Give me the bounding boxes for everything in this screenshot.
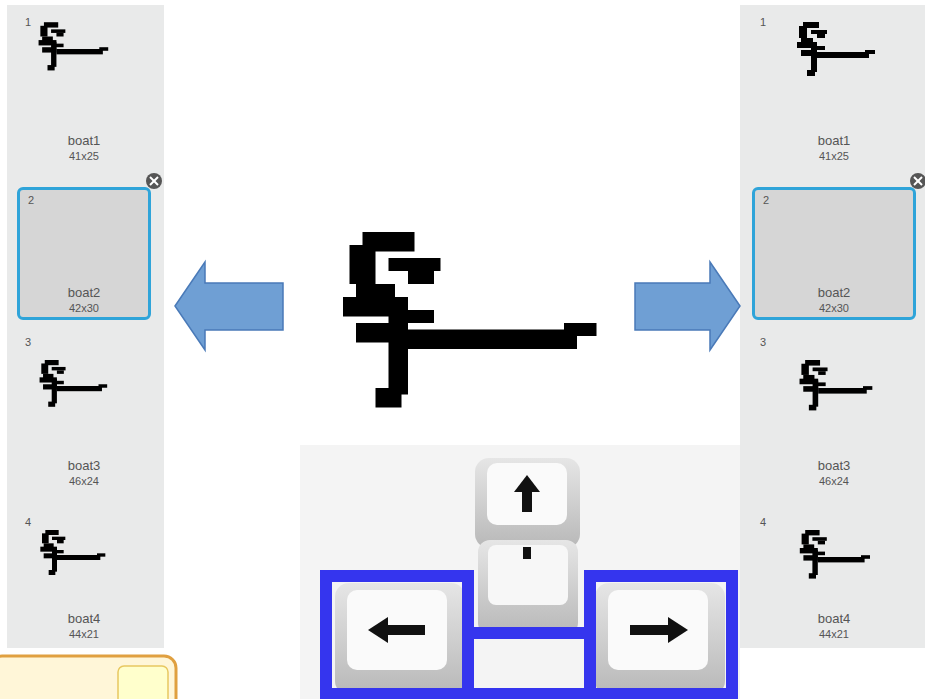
left-arrow	[175, 262, 283, 350]
right-arrow	[635, 262, 740, 350]
up-key	[475, 458, 580, 548]
right-key	[595, 583, 725, 695]
costume-number: 3	[756, 336, 766, 349]
delete-button	[146, 173, 162, 189]
costume-thumbnail	[797, 22, 875, 76]
costume-name: boat2	[818, 285, 851, 301]
costume-tile: 4 boat444x21	[17, 512, 151, 643]
costume-thumbnail	[800, 360, 873, 410]
boat-sprite	[343, 232, 597, 408]
costume-number: 3	[21, 336, 31, 349]
costume-size: 41x25	[819, 149, 849, 163]
costume-tile: 3 boat346x24	[17, 332, 151, 490]
costume-name: boat3	[68, 458, 101, 474]
costume-number: 1	[756, 16, 766, 29]
down-key	[478, 540, 578, 635]
costume-tile: 4 boat444x21	[752, 512, 916, 643]
costume-size: 44x21	[819, 627, 849, 641]
costume-size: 44x21	[69, 627, 99, 641]
costume-size: 46x24	[819, 474, 849, 488]
costume-number: 1	[21, 16, 31, 29]
costume-thumbnail	[800, 530, 870, 579]
partial-block	[0, 656, 176, 699]
costume-number: 4	[756, 516, 766, 529]
costume-name: boat4	[818, 611, 851, 627]
costume-number: 4	[21, 516, 31, 529]
costume-size: 42x30	[819, 301, 849, 315]
costume-thumbnail	[40, 530, 105, 575]
costume-panel	[7, 5, 164, 648]
costume-number: 2	[24, 194, 34, 207]
costume-name: boat1	[68, 133, 101, 149]
costume-tile: 2 boat242x30	[752, 187, 916, 320]
costume-tile: 2 boat242x30	[17, 187, 151, 320]
costume-name: boat4	[68, 611, 101, 627]
costume-name: boat1	[818, 133, 851, 149]
costume-name: boat3	[818, 458, 851, 474]
costume-panel	[740, 5, 925, 648]
costume-tile: 3 boat346x24	[752, 332, 916, 490]
costume-thumbnail	[39, 22, 109, 70]
left-key	[335, 583, 465, 695]
costume-name: boat2	[68, 285, 101, 301]
costume-tile: 1 boat141x25	[17, 12, 151, 165]
costume-size: 42x30	[69, 301, 99, 315]
costume-size: 41x25	[69, 149, 99, 163]
key-highlight	[326, 576, 732, 699]
costume-thumbnail	[40, 360, 108, 407]
costume-number: 2	[759, 194, 769, 207]
costume-tile: 1 boat141x25	[752, 12, 916, 165]
costume-size: 46x24	[69, 474, 99, 488]
